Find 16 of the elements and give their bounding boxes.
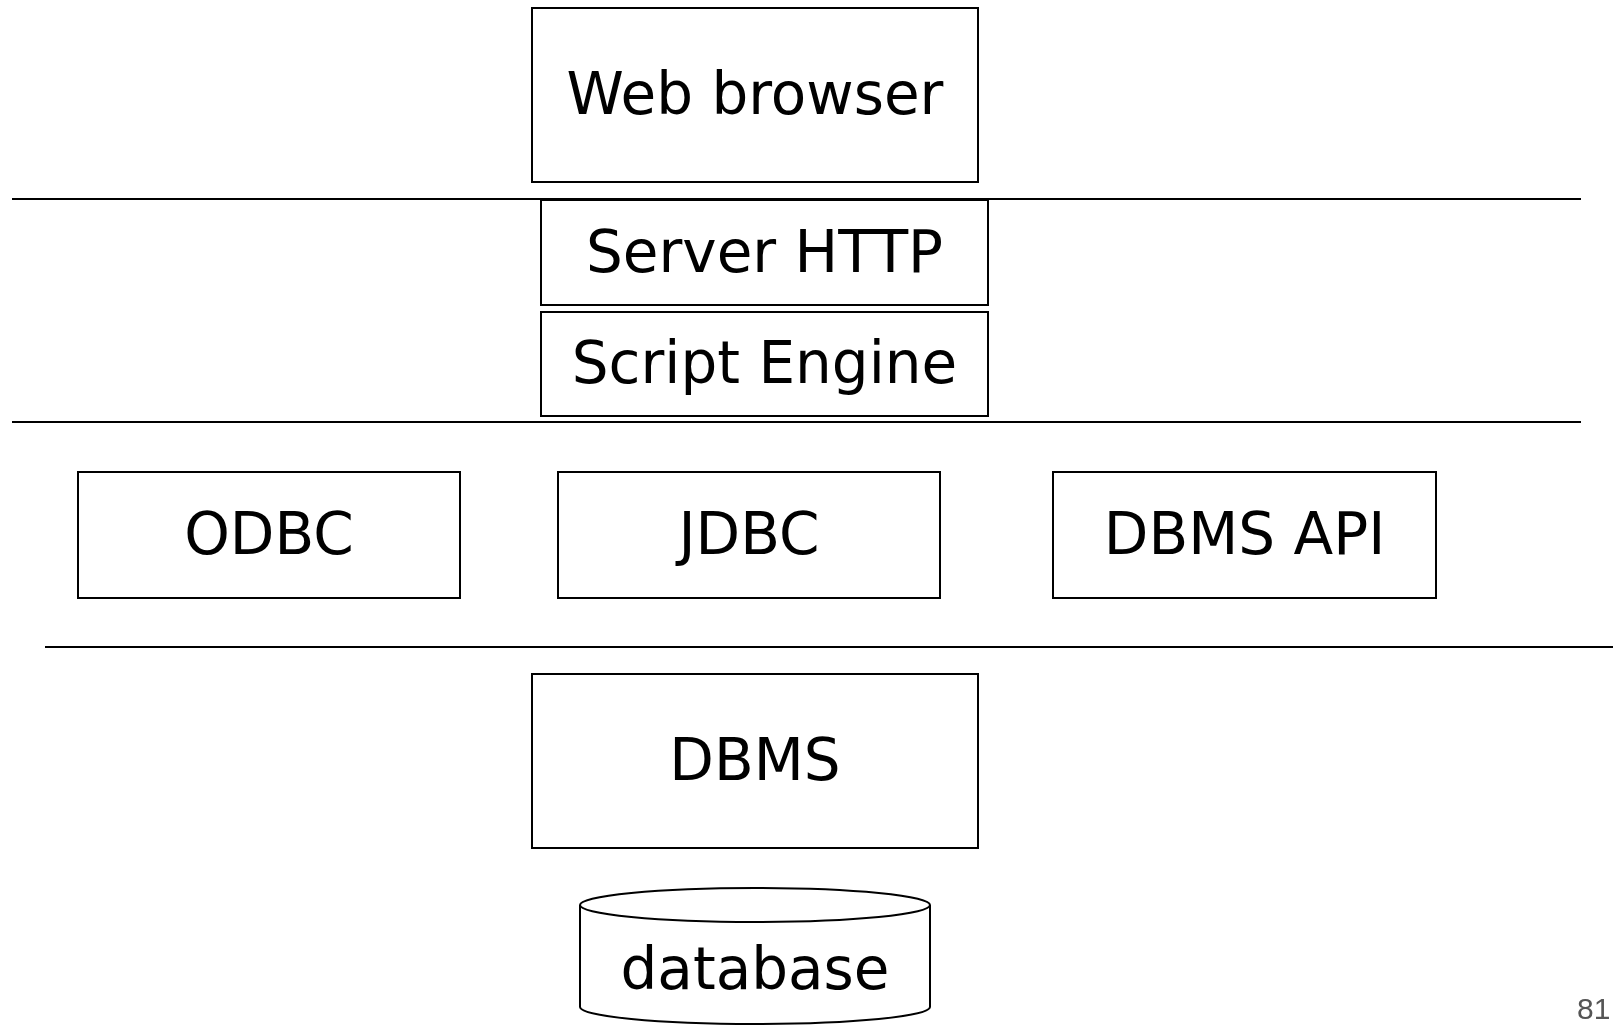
layer-box (540, 311, 989, 417)
layer-box (557, 471, 941, 599)
layer-label: Web browser (566, 63, 944, 127)
layer-label: DBMS API (1103, 503, 1386, 567)
layer-label: Script Engine (571, 332, 958, 396)
layer-label: DBMS (669, 729, 841, 793)
layer-box (77, 471, 461, 599)
layer-box (531, 7, 979, 183)
layer-box (1052, 471, 1437, 599)
layer-label: ODBC (184, 503, 354, 567)
page-number: 81 (1577, 992, 1611, 1026)
layer-box (531, 673, 979, 849)
layer-box (540, 199, 989, 306)
layer-label: database (620, 938, 890, 1002)
layer-label: Server HTTP (585, 220, 944, 285)
database-cylinder (579, 887, 931, 1025)
